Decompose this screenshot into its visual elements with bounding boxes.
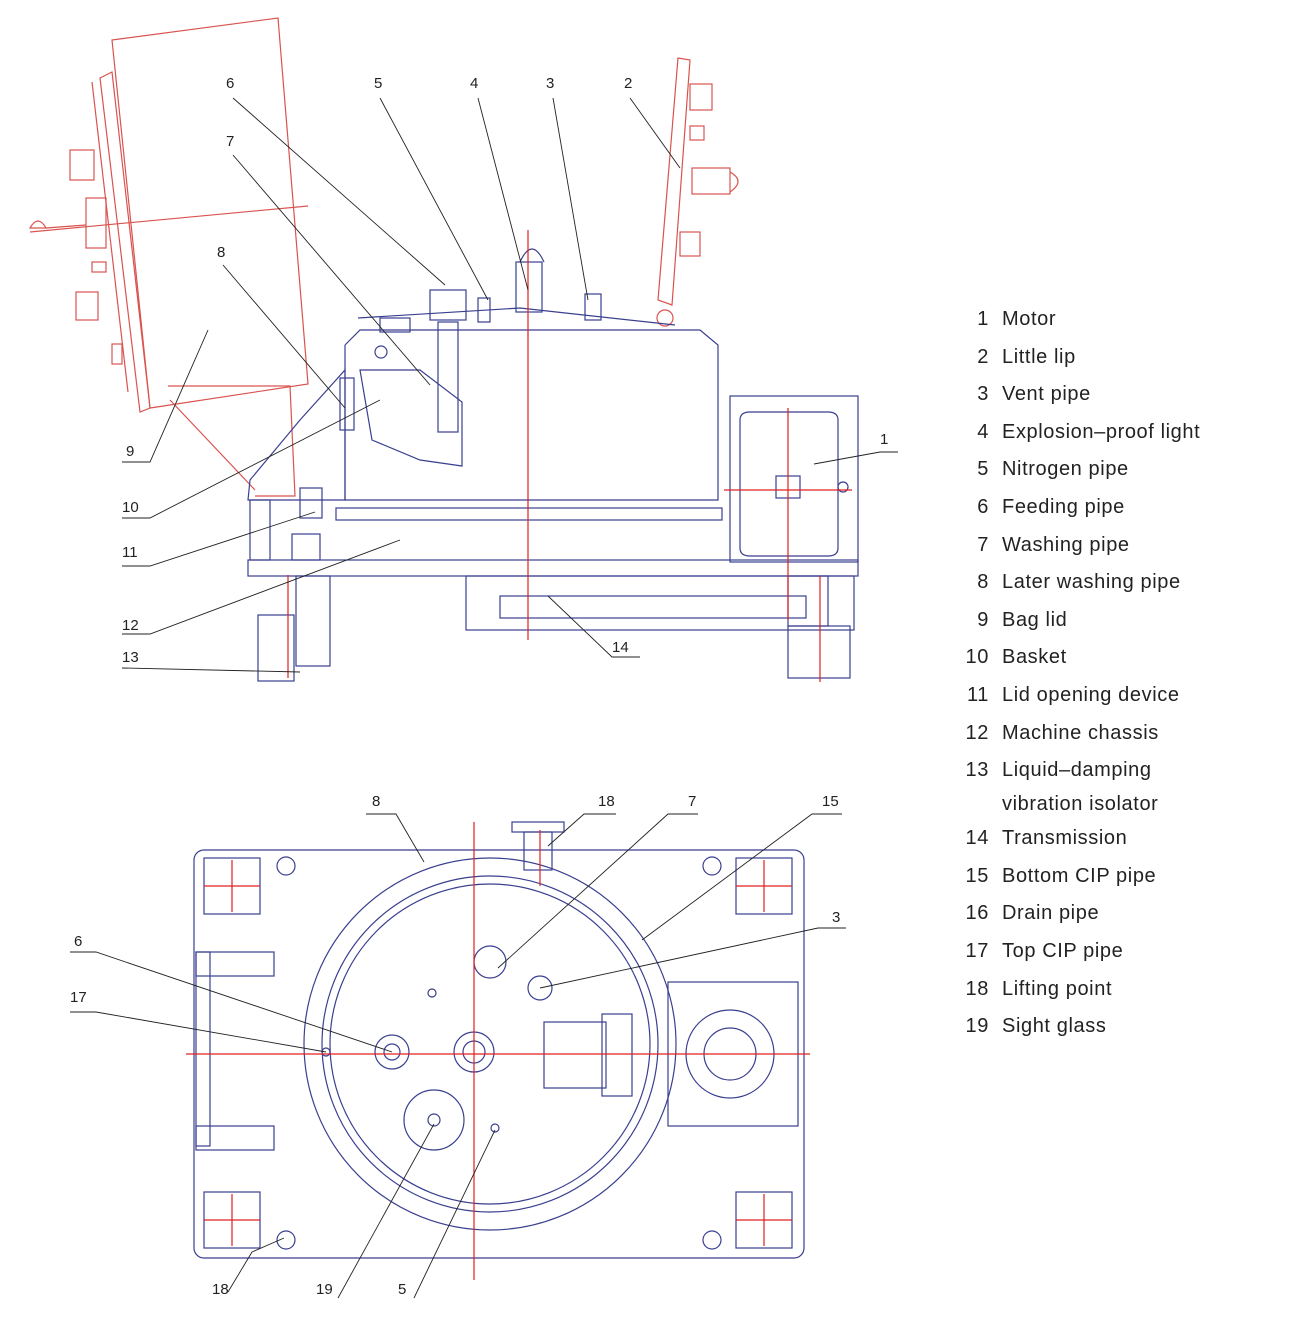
legend-number: 4: [977, 420, 989, 443]
callout-8: 8: [217, 244, 225, 261]
callout-12: 12: [122, 617, 139, 634]
legend-item: 1 Motor: [955, 308, 1285, 346]
top-callout-8: 8: [372, 793, 380, 810]
legend-number: 19: [965, 1015, 989, 1038]
legend-label: Explosion–proof light: [1002, 420, 1201, 443]
legend-label: Lifting point: [1002, 977, 1113, 1000]
legend-item: 17 Top CIP pipe: [955, 940, 1285, 978]
top-callout-18b: 18: [212, 1281, 229, 1298]
legend-label: Washing pipe: [1002, 533, 1130, 556]
callout-3: 3: [546, 75, 554, 92]
legend-label: Motor: [1002, 308, 1057, 330]
top-callout-6: 6: [74, 933, 82, 950]
legend-label: Transmission: [1002, 827, 1128, 850]
top-leaders: [70, 813, 846, 1299]
legend-label: Feeding pipe: [1002, 495, 1125, 518]
legend-number: 3: [977, 383, 989, 406]
legend-number: 10: [965, 646, 989, 669]
legend-label: Lid opening device: [1002, 683, 1180, 706]
top-callout-5: 5: [398, 1281, 406, 1298]
legend-number: 7: [977, 533, 989, 556]
legend-label: Drain pipe: [1002, 902, 1100, 925]
legend-label: Basket: [1002, 646, 1067, 669]
legend-number: 11: [967, 683, 989, 706]
parts-legend: 1 Motor 2 Little lip 3 Vent pipe 4 Explosion…: [955, 308, 1285, 1053]
legend-label: Top CIP pipe: [1002, 939, 1124, 962]
top-callout-7: 7: [688, 793, 696, 810]
legend-label: Bag lid: [1002, 608, 1068, 631]
legend-number: 5: [977, 458, 989, 481]
legend-label: Machine chassis: [1002, 721, 1159, 744]
legend-label: Later washing pipe: [1002, 571, 1181, 594]
legend-item: 10 Basket: [955, 646, 1285, 684]
top-callout-17: 17: [70, 989, 87, 1006]
side-leaders: [121, 97, 898, 673]
legend-item: 5 Nitrogen pipe: [955, 458, 1285, 496]
top-centerlines: [186, 822, 810, 1280]
legend-number: 12: [965, 721, 989, 744]
legend-item: 12 Machine chassis: [955, 722, 1285, 760]
callout-1: 1: [880, 431, 888, 448]
legend-number: 17: [965, 939, 989, 962]
legend-item: 3 Vent pipe: [955, 383, 1285, 421]
legend-number: 8: [977, 571, 989, 594]
top-callout-18a: 18: [598, 793, 615, 810]
legend-label-continuation: vibration isolator: [1002, 793, 1159, 816]
legend-item: 2 Little lip: [955, 346, 1285, 384]
legend-label: Little lip: [1002, 345, 1076, 368]
callout-9: 9: [126, 443, 134, 460]
legend-number: 15: [965, 864, 989, 887]
legend-item: 14 Transmission: [955, 827, 1285, 865]
little-lid-open: [656, 57, 739, 327]
legend-item: 19 Sight glass: [955, 1015, 1285, 1053]
legend-number: 13: [965, 759, 989, 782]
legend-item: 8 Later washing pipe: [955, 571, 1285, 609]
top-view: [70, 813, 846, 1299]
side-centerlines: [287, 230, 852, 682]
callout-2: 2: [624, 75, 632, 92]
legend-label: Nitrogen pipe: [1002, 458, 1129, 481]
callout-11: 11: [122, 544, 138, 561]
legend-number: 6: [977, 495, 989, 518]
top-callout-19: 19: [316, 1281, 333, 1298]
legend-number: 9: [977, 608, 989, 631]
bag-lid-open: [28, 17, 309, 497]
legend-item: 7 Washing pipe: [955, 534, 1285, 572]
legend-label: Sight glass: [1002, 1015, 1107, 1038]
side-callout-labels: 1 2 3 4 5 6 7 8 9 10 11 12 13 14: [122, 75, 888, 666]
legend-number: 18: [965, 977, 989, 1000]
legend-item: 15 Bottom CIP pipe: [955, 865, 1285, 903]
legend-item: 13 Liquid–damping: [955, 759, 1285, 793]
legend-number: 14: [965, 827, 989, 850]
legend-item: 16 Drain pipe: [955, 902, 1285, 940]
legend-label: Vent pipe: [1002, 383, 1091, 406]
legend-label: Liquid–damping: [1002, 759, 1152, 782]
top-callout-15: 15: [822, 793, 839, 810]
legend-number: 1: [977, 308, 989, 330]
callout-13: 13: [122, 649, 139, 666]
callout-14: 14: [612, 639, 629, 656]
legend-item: 11 Lid opening device: [955, 684, 1285, 722]
legend-item: 4 Explosion–proof light: [955, 421, 1285, 459]
callout-7: 7: [226, 133, 234, 150]
legend-number: 16: [965, 902, 989, 925]
side-view: [28, 17, 898, 682]
legend-label: Bottom CIP pipe: [1002, 864, 1157, 887]
legend-item: 6 Feeding pipe: [955, 496, 1285, 534]
callout-5: 5: [374, 75, 382, 92]
callout-6: 6: [226, 75, 234, 92]
machine-body: [247, 248, 859, 682]
legend-item: 18 Lifting point: [955, 978, 1285, 1016]
legend-item: 9 Bag lid: [955, 609, 1285, 647]
top-callout-3: 3: [832, 909, 840, 926]
legend-number: 2: [977, 345, 989, 368]
callout-10: 10: [122, 499, 139, 516]
callout-4: 4: [470, 75, 478, 92]
top-callout-labels: 8 18 7 15 3 6 17 18 19 5: [70, 793, 840, 1298]
